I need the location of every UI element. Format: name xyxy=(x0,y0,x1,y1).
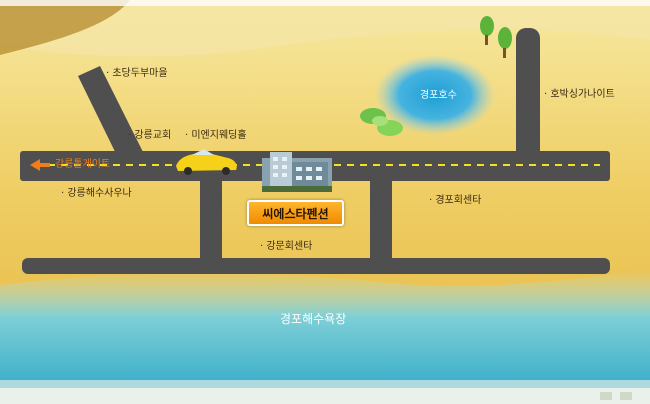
corner-shade xyxy=(0,0,130,55)
pension-sign: 씨에스타펜션 xyxy=(247,200,344,226)
road-south-b xyxy=(370,170,392,270)
top-edge xyxy=(0,0,650,6)
label-beach: 경포해수욕장 xyxy=(280,312,347,326)
road-north xyxy=(516,28,540,168)
tree-icon xyxy=(480,16,512,58)
sea xyxy=(0,270,650,404)
label-mienji: 미엔지웨딩홀 xyxy=(185,130,246,142)
label-gyeongpo-center: 경포회센타 xyxy=(429,195,481,207)
label-gate: 강릉톨게이트 xyxy=(55,159,111,170)
label-lake: 경포호수 xyxy=(420,90,457,101)
road-coast xyxy=(22,258,610,274)
car-icon xyxy=(176,149,237,175)
arrow-left-shaft xyxy=(38,163,50,167)
bottom-strip xyxy=(0,388,650,404)
building-icon xyxy=(262,152,332,192)
bush-icon xyxy=(360,108,403,136)
road-south-a xyxy=(200,170,222,270)
label-gangmun-center: 강문회센타 xyxy=(260,241,312,253)
label-gangneung-church: 강릉교회 xyxy=(128,130,171,142)
cloud-band xyxy=(0,0,650,57)
corner-marker xyxy=(600,392,612,400)
corner-marker xyxy=(620,392,632,400)
arrow-left-icon xyxy=(30,159,40,171)
label-hobak: 호박싱가나이트 xyxy=(544,89,614,101)
label-sauna: 강릉해수사우나 xyxy=(61,188,131,200)
lake-shape xyxy=(375,55,495,135)
label-chodang: 초당두부마을 xyxy=(106,68,167,80)
